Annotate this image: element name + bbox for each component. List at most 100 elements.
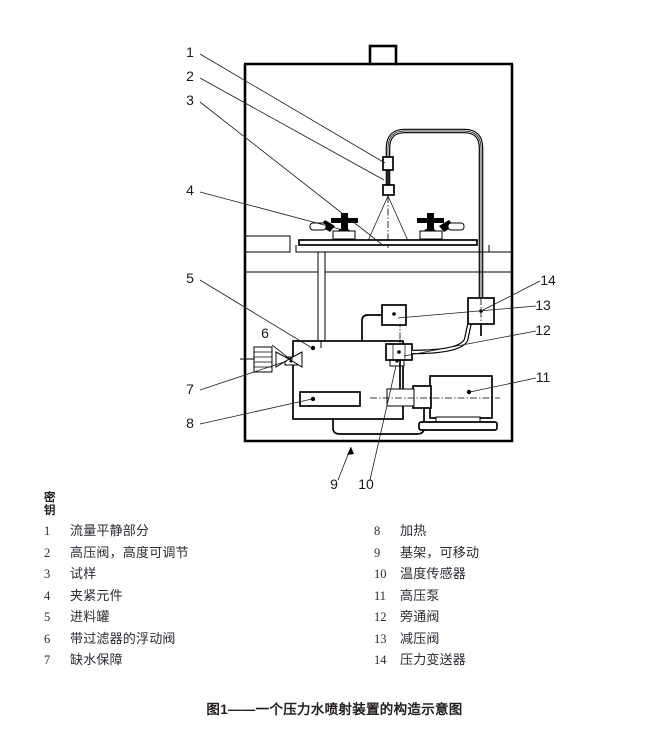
legend-item-5: 5 进料罐 <box>44 606 189 628</box>
callout-number-3: 3 <box>186 92 194 108</box>
leader-line-3 <box>199 101 385 247</box>
callout-number-13: 13 <box>535 297 551 313</box>
leader-dot-8 <box>310 396 316 402</box>
leader-line-8 <box>199 398 313 425</box>
legend-item-label: 带过滤器的浮动阀 <box>70 630 176 646</box>
leader-dot-11 <box>466 389 472 395</box>
callout-number-12: 12 <box>535 322 551 338</box>
filter-screen <box>253 346 273 373</box>
legend-title-line-1: 密 <box>44 492 56 504</box>
callout-number-1: 1 <box>186 44 194 60</box>
legend-item-number: 6 <box>44 631 51 646</box>
platform-support-bar <box>295 245 490 253</box>
clamping-element-left <box>309 213 358 240</box>
callout-number-7: 7 <box>186 381 194 397</box>
legend-item-number: 12 <box>374 610 387 624</box>
leader-line-5 <box>199 279 313 349</box>
legend-item-number: 13 <box>374 631 387 646</box>
legend-item-6: 6 带过滤器的浮动阀 <box>44 628 189 650</box>
feed-tank <box>284 340 405 420</box>
legend-item-number: 5 <box>44 610 51 624</box>
clamp-left-knob <box>309 222 327 231</box>
legend-item-number: 4 <box>44 588 51 603</box>
specimen-platform-assembly <box>295 213 490 253</box>
callout-number-2: 2 <box>186 68 194 84</box>
legend-item-label: 高压泵 <box>400 587 440 603</box>
legend-item-number: 1 <box>44 524 51 538</box>
legend-item-label: 缺水保障 <box>70 652 123 667</box>
shelf-left-bracket <box>245 235 291 253</box>
bypass-return-line <box>361 314 382 341</box>
legend-item-number: 3 <box>44 567 51 581</box>
clamp-right-base <box>419 230 443 240</box>
clamp-left-base <box>332 230 356 240</box>
clamp-left-arm <box>331 218 358 223</box>
legend-item-7: 7 缺水保障 <box>44 649 189 671</box>
adjustable-high-pressure-valve <box>382 184 395 196</box>
callout-number-10: 10 <box>358 476 374 492</box>
callout-number-4: 4 <box>186 182 194 198</box>
legend-item-label: 加热 <box>400 523 427 538</box>
legend-item-label: 温度传感器 <box>400 566 467 581</box>
spray-cone-left <box>366 195 389 244</box>
leader-dot-5 <box>310 345 316 351</box>
legend-item-label: 压力变送器 <box>400 652 467 667</box>
legend-item-label: 进料罐 <box>70 609 110 624</box>
figure-caption: 图1——一个压力水喷射装置的构造示意图 <box>206 702 463 717</box>
specimen-plate <box>298 239 478 246</box>
pressure-line-highlight <box>411 311 474 354</box>
legend-title-line-2: 钥 <box>44 505 56 517</box>
legend-item-number: 14 <box>374 653 387 667</box>
callout-number-6: 6 <box>261 325 269 341</box>
leader-line-10 <box>369 365 397 481</box>
nozzle-assembly <box>366 156 410 248</box>
legend-item-8: 8 加热 <box>374 520 479 542</box>
pump-head <box>386 388 415 407</box>
clamping-element-right <box>417 213 465 240</box>
valve-symbol-right <box>287 351 303 368</box>
leader-line-11 <box>469 377 537 393</box>
callout-number-8: 8 <box>186 415 194 431</box>
legend-item-number: 8 <box>374 524 381 538</box>
callout-number-9: 9 <box>330 476 338 492</box>
cabinet-enclosure <box>243 44 514 443</box>
legend-title: 密 钥 <box>44 492 60 518</box>
riser-pipe <box>317 251 326 349</box>
pump-coupling <box>412 385 432 409</box>
pump-base-plate <box>418 421 498 431</box>
leader-line-12 <box>403 330 537 357</box>
leader-line-2 <box>199 77 385 181</box>
leader-line-13 <box>397 305 537 319</box>
leader-line-14 <box>482 280 541 311</box>
legend-item-1: 1 流量平静部分 <box>44 520 189 542</box>
leader-line-4 <box>199 191 344 231</box>
leader-line-7 <box>199 360 288 391</box>
legend-item-label: 基架，可移动 <box>400 544 480 560</box>
callout-leader-lines <box>199 53 541 481</box>
legend-item-label: 旁通阀 <box>400 609 440 624</box>
legend-item-label: 流量平静部分 <box>70 523 150 538</box>
callout-number-14: 14 <box>540 272 556 288</box>
legend-item-number: 7 <box>44 653 51 667</box>
legend-item-number: 10 <box>374 567 387 581</box>
vent-chimney-icon <box>368 44 398 66</box>
pump-motor-body <box>429 375 493 419</box>
leader-line-1 <box>199 53 386 164</box>
leader-line-6 <box>271 344 291 360</box>
pressure-reducing-valve-dot <box>397 350 401 354</box>
clamp-right-knob <box>447 222 465 231</box>
bypass-valve-dot <box>392 312 396 316</box>
legend-item-number: 9 <box>374 545 381 560</box>
legend-item-10: 10 温度传感器 <box>374 563 479 585</box>
legend-item-9: 9 基架，可移动 <box>374 542 479 564</box>
legend-item-number: 2 <box>44 545 51 560</box>
clamp-right-arm <box>417 218 444 223</box>
